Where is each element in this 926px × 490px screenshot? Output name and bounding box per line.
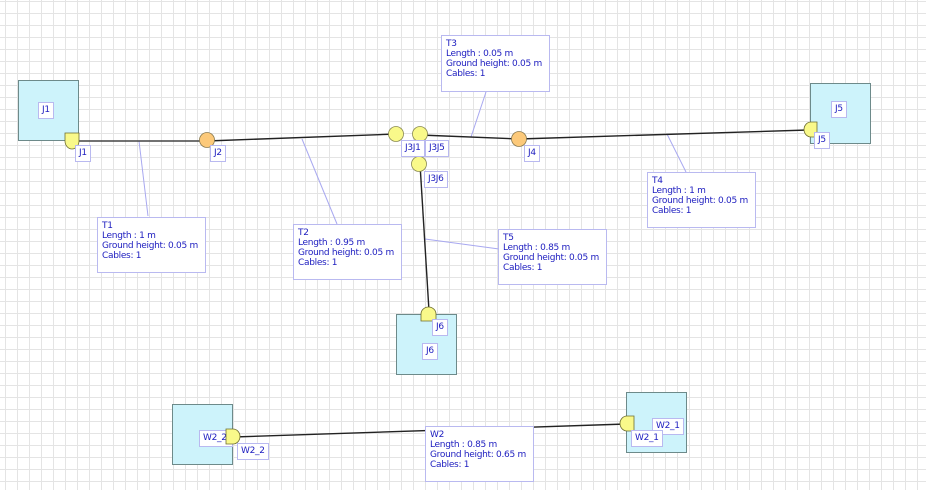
- box-label-j5: J5: [831, 101, 847, 118]
- junction-j4[interactable]: [511, 131, 527, 147]
- leader-t5: [424, 238, 500, 250]
- segment-ground-height: Ground height: 0.05 m: [102, 241, 198, 251]
- connector-box-w2-2[interactable]: W2_2: [172, 404, 233, 465]
- node-label-j6: J6: [432, 319, 448, 336]
- segment-title: T4: [652, 176, 663, 186]
- segment-title: T2: [298, 228, 309, 238]
- port-w2-2[interactable]: [225, 428, 241, 445]
- segment-ground-height: Ground height: 0.05 m: [503, 253, 599, 263]
- segment-info-w2[interactable]: W2 Length : 0.85 m Ground height: 0.65 m…: [425, 426, 534, 482]
- segment-cables: Cables: 1: [102, 251, 142, 261]
- segment-title: T1: [102, 221, 113, 231]
- segment-cables: Cables: 1: [298, 258, 338, 268]
- segment-info-t4[interactable]: T4 Length : 1 m Ground height: 0.05 m Ca…: [647, 172, 756, 228]
- segment-info-t1[interactable]: T1 Length : 1 m Ground height: 0.05 m Ca…: [97, 217, 206, 273]
- segment-cables: Cables: 1: [503, 263, 543, 273]
- node-label-w2-1: W2_1: [631, 430, 663, 447]
- node-label-j3j1: J3J1: [401, 140, 425, 157]
- node-label-j3j5: J3J5: [425, 140, 449, 157]
- segment-ground-height: Ground height: 0.05 m: [446, 59, 542, 69]
- port-w2-1[interactable]: [619, 415, 635, 432]
- segment-cables: Cables: 1: [652, 206, 692, 216]
- leader-t4: [666, 133, 687, 173]
- segment-length: Length : 1 m: [652, 186, 706, 196]
- wire-t5[interactable]: [419, 163, 430, 312]
- connector-box-j1[interactable]: J1: [18, 80, 79, 141]
- segment-info-t5[interactable]: T5 Length : 0.85 m Ground height: 0.05 m…: [498, 229, 607, 285]
- segment-length: Length : 0.05 m: [446, 49, 513, 59]
- node-label-j5: J5: [814, 132, 830, 149]
- node-label-j1: J1: [75, 145, 91, 162]
- leader-t1: [138, 140, 149, 217]
- segment-length: Length : 1 m: [102, 231, 156, 241]
- segment-ground-height: Ground height: 0.65 m: [430, 450, 526, 460]
- segment-ground-height: Ground height: 0.05 m: [298, 248, 394, 258]
- box-label-j6: J6: [422, 343, 438, 360]
- junction-j2[interactable]: [199, 132, 215, 148]
- wire-t2[interactable]: [206, 133, 397, 142]
- leader-t3: [470, 91, 487, 138]
- wire-t3[interactable]: [419, 134, 520, 140]
- node-j3j1[interactable]: [388, 126, 404, 142]
- segment-ground-height: Ground height: 0.05 m: [652, 196, 748, 206]
- node-j3j6[interactable]: [411, 156, 427, 172]
- node-label-w2-2: W2_2: [237, 443, 269, 460]
- node-label-j2: J2: [210, 145, 226, 162]
- node-label-j3j6: J3J6: [424, 171, 448, 188]
- port-j1[interactable]: [64, 132, 80, 150]
- segment-length: Length : 0.95 m: [298, 238, 365, 248]
- box-label-j1: J1: [38, 102, 54, 119]
- wire-t4[interactable]: [518, 129, 809, 140]
- segment-length: Length : 0.85 m: [503, 243, 570, 253]
- port-j5[interactable]: [803, 121, 818, 138]
- segment-length: Length : 0.85 m: [430, 440, 497, 450]
- segment-title: T3: [446, 39, 457, 49]
- node-label-j4: J4: [524, 145, 540, 162]
- segment-title: T5: [503, 233, 514, 243]
- segment-cables: Cables: 1: [446, 69, 486, 79]
- leader-t2: [301, 138, 338, 225]
- segment-info-t2[interactable]: T2 Length : 0.95 m Ground height: 0.05 m…: [293, 224, 402, 280]
- segment-cables: Cables: 1: [430, 460, 470, 470]
- segment-info-t3[interactable]: T3 Length : 0.05 m Ground height: 0.05 m…: [441, 35, 550, 92]
- segment-title: W2: [430, 430, 445, 440]
- port-j6[interactable]: [420, 306, 437, 322]
